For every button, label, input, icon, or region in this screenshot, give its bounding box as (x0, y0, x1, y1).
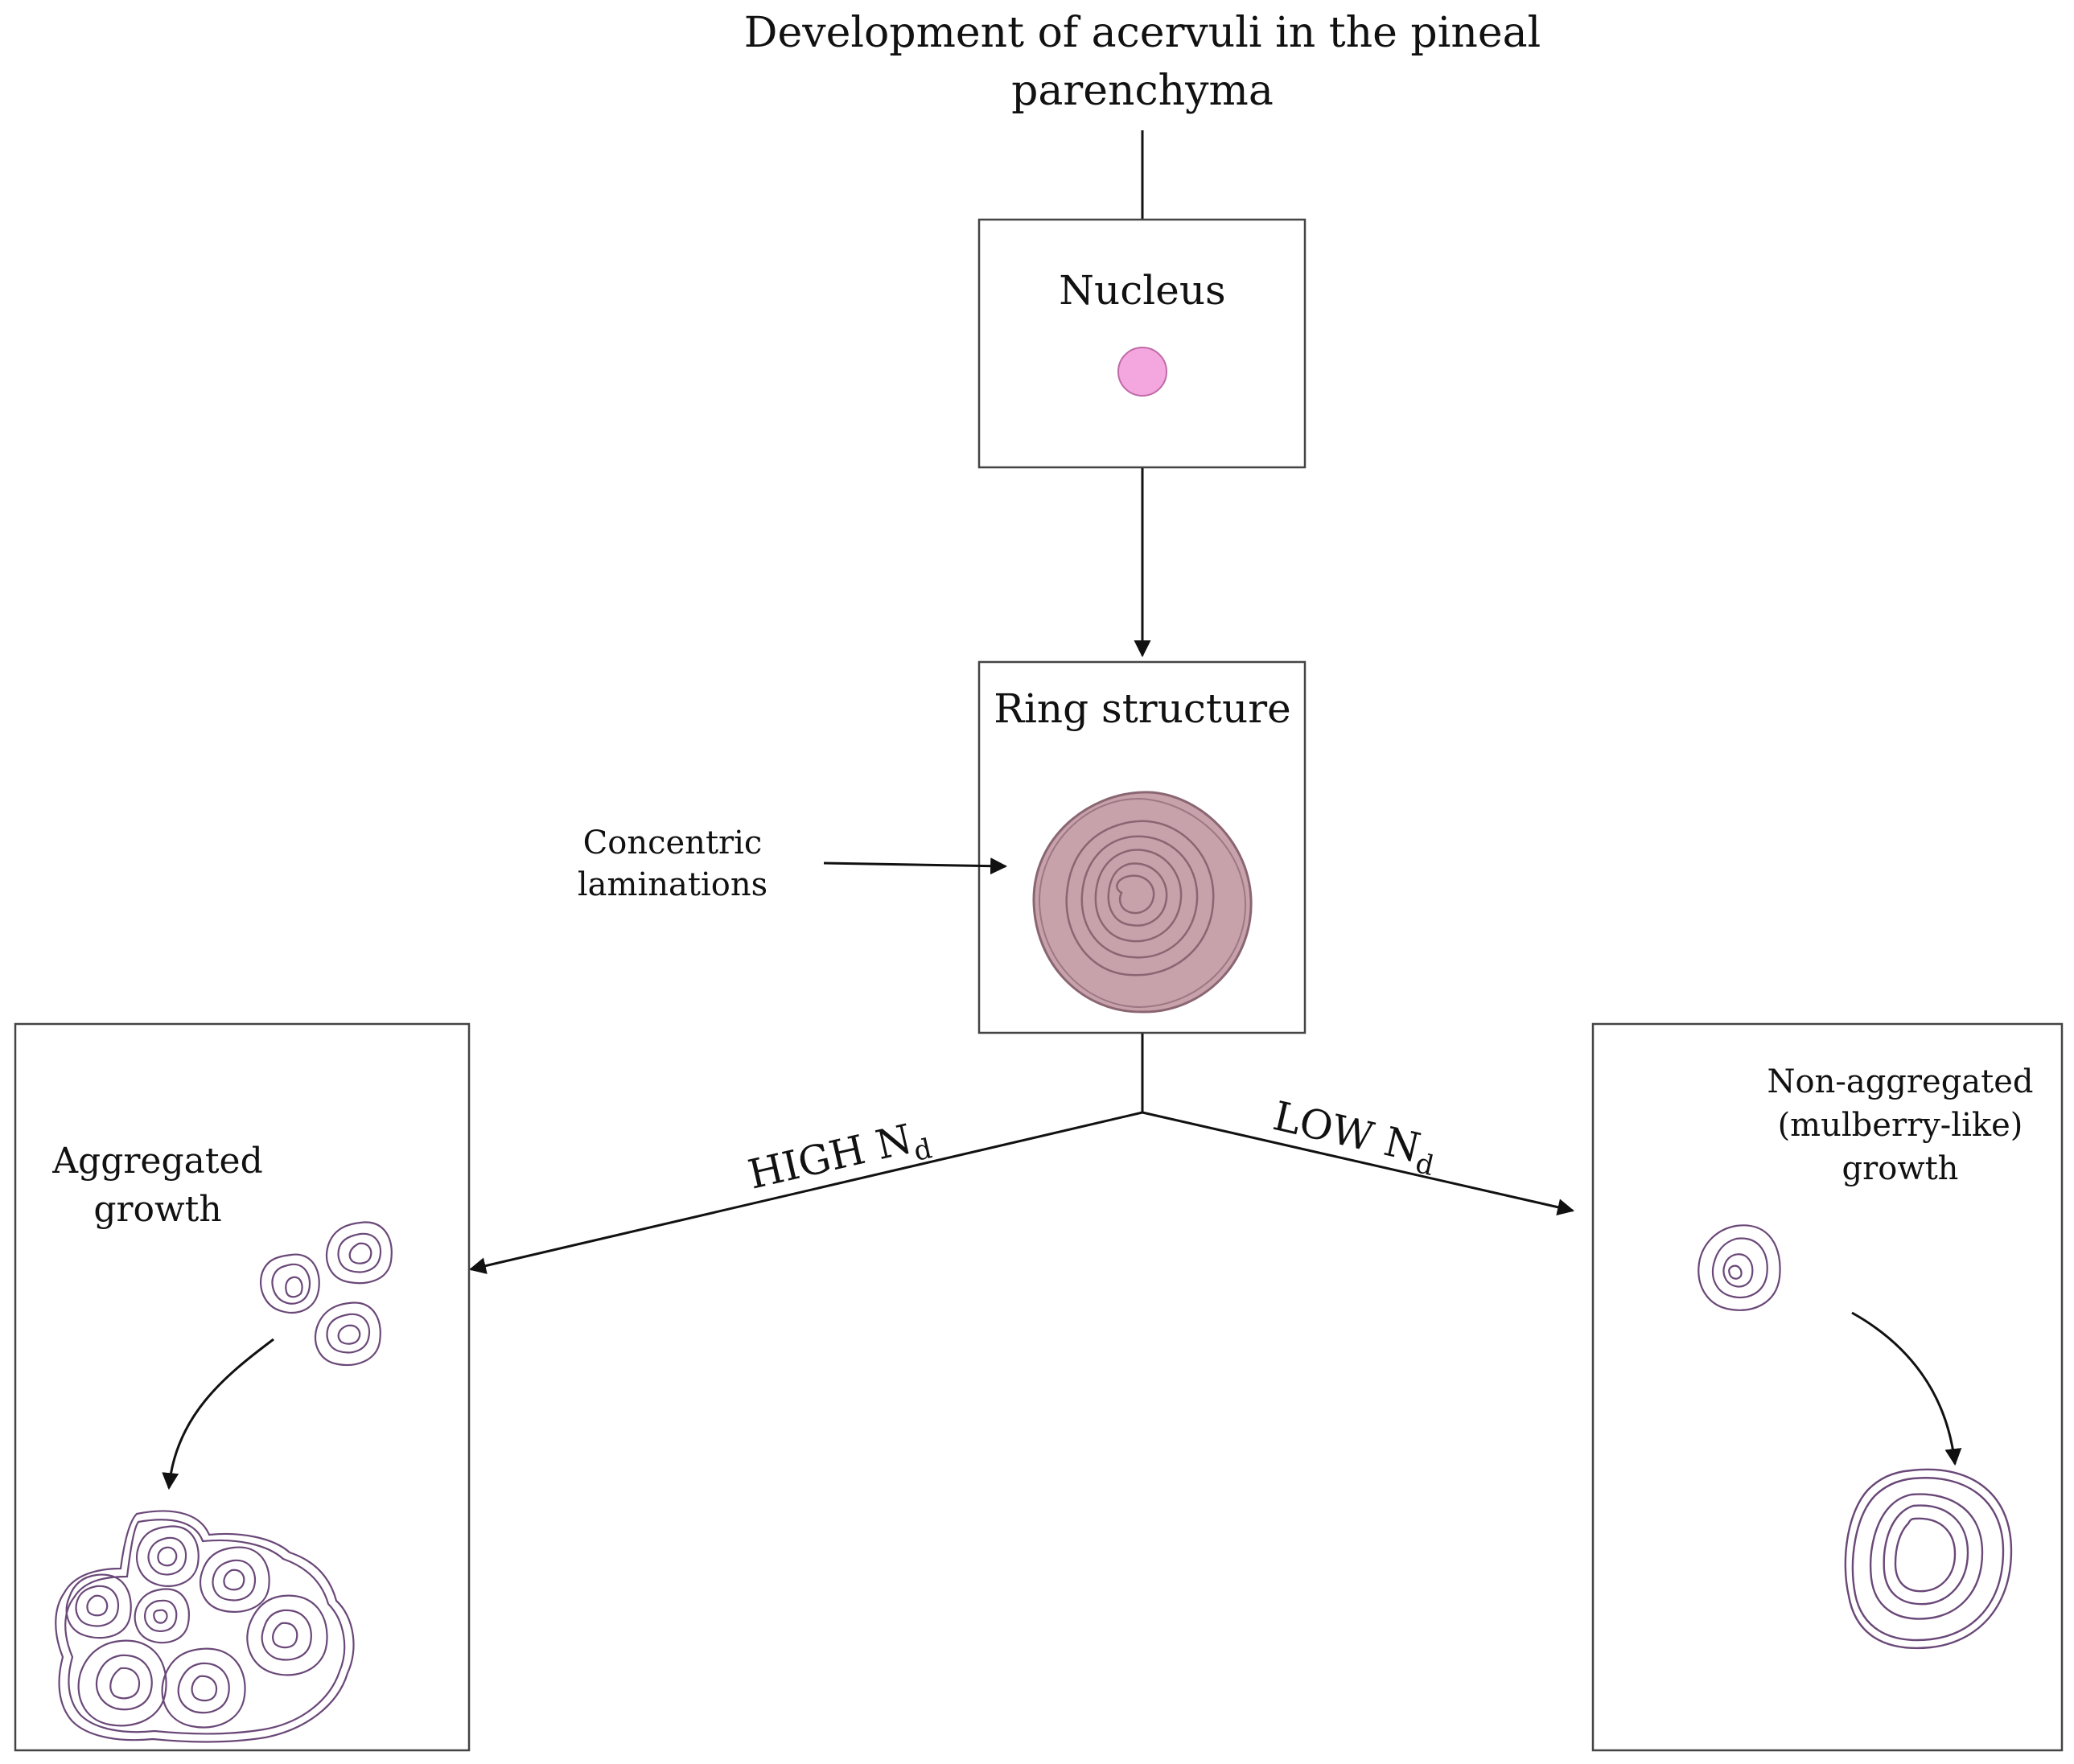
aggregated-curved-arrow (162, 1338, 274, 1491)
non-aggregated-small-body (1697, 1224, 1781, 1311)
diagram-title-line1: Development of acervuli in the pineal (744, 9, 1541, 57)
arrow-concentric-laminations (823, 857, 1008, 875)
non-aggregated-growth-box (1591, 1022, 2064, 1752)
ring-structure-label: Ring structure (994, 685, 1290, 732)
aggregated-small-bodies (259, 1221, 393, 1366)
diagram-title-line2: parenchyma (1011, 67, 1274, 115)
non-aggregated-large-body (1844, 1468, 2013, 1650)
non-aggregated-curved-arrow (1851, 1311, 1962, 1466)
aggregated-growth-box (14, 1022, 471, 1752)
arrow-low-nd (1142, 1111, 1575, 1216)
high-nd-label: HIGH Nd (744, 1112, 936, 1206)
high-nd-label-sub: d (911, 1133, 935, 1168)
nucleus-dot (1117, 347, 1167, 397)
concentric-laminations-label-line2: laminations (578, 866, 767, 903)
concentric-laminations-label-line1: Concentric (583, 824, 763, 861)
nucleus-box (977, 218, 1307, 469)
non-aggregated-growth-label-line1: Non-aggregated (1767, 1063, 2033, 1100)
non-aggregated-growth-label-line2: (mulberry-like) (1778, 1107, 2023, 1144)
aggregated-growth-label-line1: Aggregated (51, 1141, 262, 1182)
nucleus-label: Nucleus (1059, 267, 1225, 314)
non-aggregated-growth-label-line3: growth (1842, 1150, 1959, 1187)
arrow-high-nd (468, 1111, 1143, 1274)
aggregated-cluster (55, 1510, 355, 1743)
low-nd-label: LOW Nd (1267, 1092, 1442, 1182)
laminated-disc (1032, 791, 1253, 1014)
aggregated-growth-label-line2: growth (93, 1189, 221, 1230)
